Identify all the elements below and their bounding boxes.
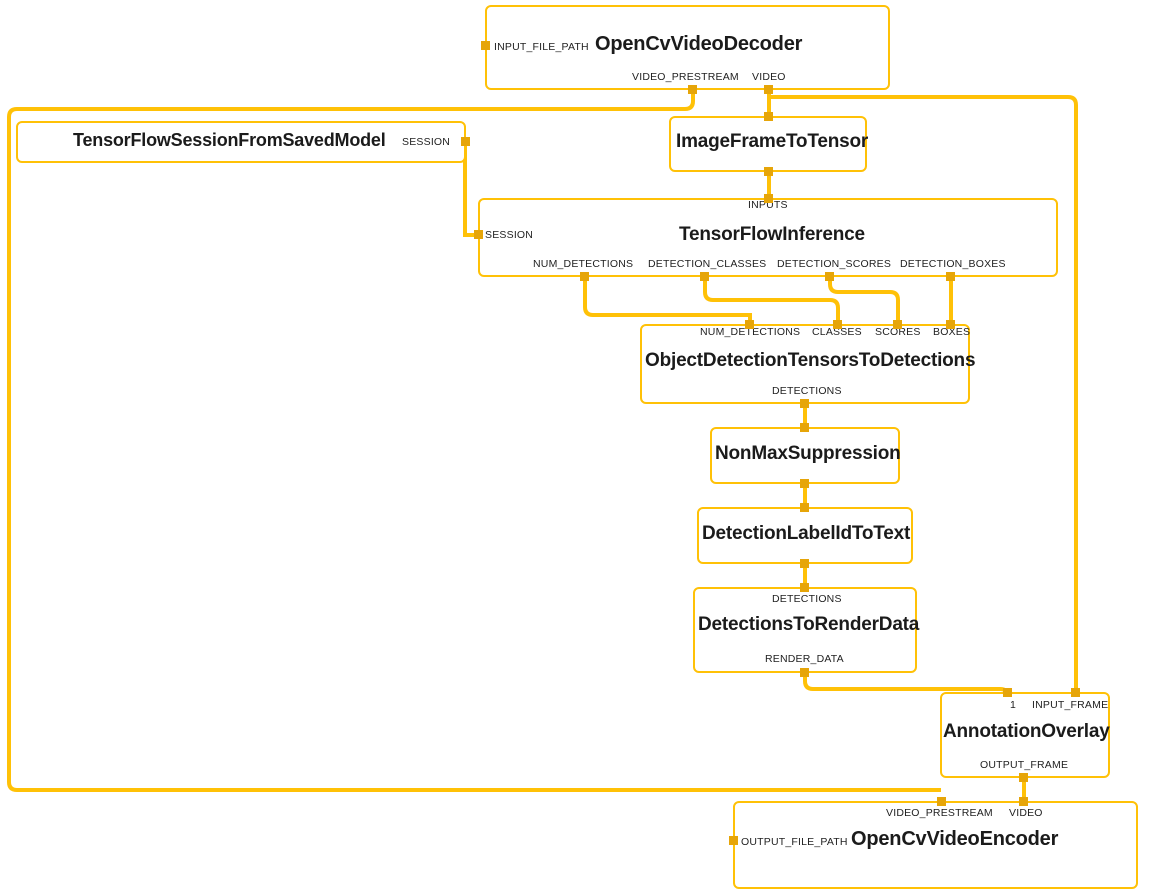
port-output-frame-out[interactable] — [1019, 773, 1028, 782]
port-label-video-bottom: VIDEO — [1009, 807, 1043, 819]
port-label-session-out: SESSION — [402, 136, 451, 148]
node-title-to-render-data: DetectionsToRenderData — [698, 614, 920, 635]
node-title-label-id-to-text: DetectionLabelIdToText — [702, 523, 911, 544]
port-label-overlay-index: 1 — [1010, 699, 1016, 711]
port-boxes-in[interactable] — [946, 320, 955, 329]
port-inputs[interactable] — [764, 194, 773, 203]
port-label-video-top: VIDEO — [752, 71, 786, 83]
port-label-scores-in: SCORES — [875, 326, 921, 338]
port-imageframe-out[interactable] — [764, 167, 773, 176]
port-label-detection-classes-out: DETECTION_CLASSES — [648, 258, 767, 270]
node-title-session-model: TensorFlowSessionFromSavedModel — [73, 130, 386, 150]
port-label-input-file-path: INPUT_FILE_PATH — [494, 41, 589, 53]
port-video-out[interactable] — [764, 85, 773, 94]
port-detection-boxes-out[interactable] — [946, 272, 955, 281]
node-annotation-overlay[interactable] — [940, 692, 1110, 778]
port-session-out[interactable] — [461, 137, 470, 146]
port-label-id-out[interactable] — [800, 559, 809, 568]
port-output-file-path[interactable] — [729, 836, 738, 845]
port-video-prestream-out[interactable] — [688, 85, 697, 94]
port-classes-in[interactable] — [833, 320, 842, 329]
port-label-video-prestream-bottom: VIDEO_PRESTREAM — [886, 807, 993, 819]
port-imageframe-in[interactable] — [764, 112, 773, 121]
port-label-detection-boxes-out: DETECTION_BOXES — [900, 258, 1006, 270]
port-overlay-index-in[interactable] — [1003, 688, 1012, 697]
port-scores-in[interactable] — [893, 320, 902, 329]
port-label-session-in: SESSION — [485, 229, 534, 241]
port-label-output-file-path: OUTPUT_FILE_PATH — [741, 836, 848, 848]
port-label-output-frame: OUTPUT_FRAME — [980, 759, 1069, 771]
port-label-input-frame: INPUT_FRAME — [1032, 699, 1109, 711]
port-label-video-prestream-top: VIDEO_PRESTREAM — [632, 71, 739, 83]
node-detection-label-id-to-text[interactable] — [697, 507, 913, 564]
wire-detection-classes — [703, 276, 840, 325]
port-render-data-out[interactable] — [800, 668, 809, 677]
port-label-detection-scores-out: DETECTION_SCORES — [777, 258, 892, 270]
port-session-in[interactable] — [474, 230, 483, 239]
port-label-detections-in: DETECTIONS — [772, 593, 842, 605]
port-label-boxes-in: BOXES — [933, 326, 971, 338]
port-input-file-path[interactable] — [481, 41, 490, 50]
port-nms-out[interactable] — [800, 479, 809, 488]
wire-session — [463, 141, 474, 237]
node-open-cv-video-decoder[interactable] — [485, 5, 890, 90]
port-label-detections-out: DETECTIONS — [772, 385, 842, 397]
wire-detection-scores — [828, 276, 900, 325]
port-video-prestream-in[interactable] — [937, 797, 946, 806]
node-title-decoder: OpenCvVideoDecoder — [595, 33, 803, 55]
port-label-inputs: INPUTS — [748, 199, 788, 211]
node-tensorflow-inference[interactable] — [478, 198, 1058, 277]
port-detections-in[interactable] — [800, 583, 809, 592]
node-title-tensorflow-inference: TensorFlowInference — [679, 224, 865, 245]
port-video-in[interactable] — [1019, 797, 1028, 806]
wire-num-detections — [583, 276, 752, 325]
port-num-detections-out[interactable] — [580, 272, 589, 281]
port-detections-out[interactable] — [800, 399, 809, 408]
port-label-classes-in: CLASSES — [812, 326, 862, 338]
node-title-encoder: OpenCvVideoEncoder — [851, 828, 1059, 850]
node-title-object-detection: ObjectDetectionTensorsToDetections — [645, 350, 976, 371]
port-label-num-detections-out: NUM_DETECTIONS — [533, 258, 634, 270]
port-label-id-in[interactable] — [800, 503, 809, 512]
port-input-frame-in[interactable] — [1071, 688, 1080, 697]
port-label-render-data: RENDER_DATA — [765, 653, 844, 665]
port-label-num-detections-in: NUM_DETECTIONS — [700, 326, 801, 338]
node-non-max-suppression[interactable] — [710, 427, 900, 484]
port-detection-classes-out[interactable] — [700, 272, 709, 281]
node-title-annotation-overlay: AnnotationOverlay — [943, 721, 1110, 742]
port-num-detections-in[interactable] — [745, 320, 754, 329]
port-nms-in[interactable] — [800, 423, 809, 432]
node-title-nms: NonMaxSuppression — [715, 443, 901, 464]
node-open-cv-video-encoder[interactable] — [733, 801, 1138, 889]
node-title-image-frame-to-tensor: ImageFrameToTensor — [676, 131, 869, 152]
port-detection-scores-out[interactable] — [825, 272, 834, 281]
